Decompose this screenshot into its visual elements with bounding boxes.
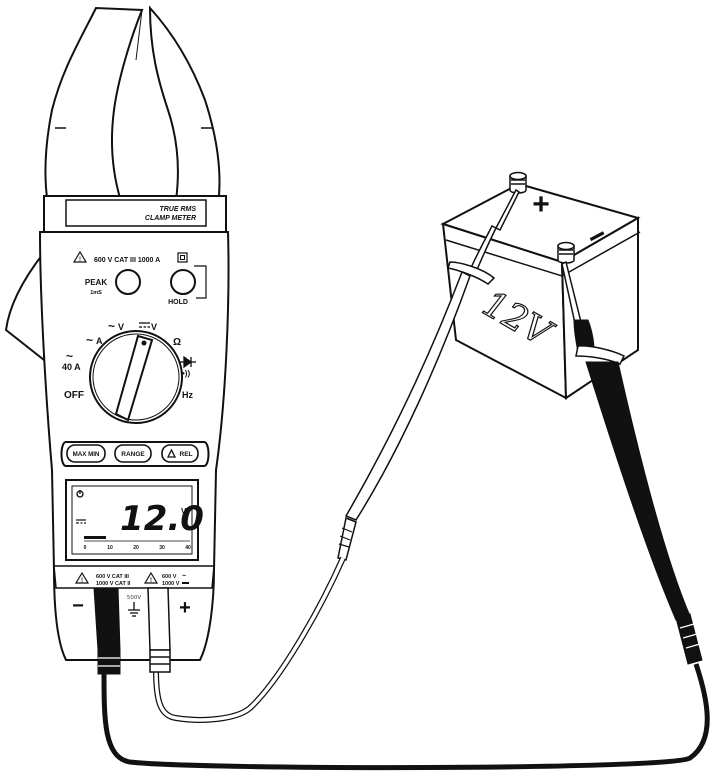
ground-icon [128, 602, 140, 617]
dc-voltage-symbol [139, 322, 150, 328]
max-voltage-label: 500V [127, 595, 141, 601]
dial-ohm: Ω [173, 337, 181, 348]
right-jack-rating-1: 600 V [162, 574, 177, 580]
dc-symbol [182, 582, 189, 584]
lcd-scale-30: 30 [159, 545, 165, 551]
svg-text:!: ! [81, 578, 83, 584]
dial-40a: 40 A [62, 362, 81, 372]
hold-button[interactable] [170, 269, 196, 295]
ac-40a-symbol: ~ [66, 349, 73, 363]
lcd-bargraph [84, 536, 190, 542]
svg-text:!: ! [79, 257, 81, 263]
peak-sub-label: 1mS [90, 290, 102, 296]
auto-power-off-icon [76, 490, 84, 498]
dial-off: OFF [64, 390, 84, 401]
dial-ac-a: A [96, 336, 103, 346]
collar-band [65, 199, 207, 227]
warning-triangle-icon: ! [72, 250, 88, 263]
lcd-scale-20: 20 [133, 545, 139, 551]
black-test-lead[interactable] [93, 260, 710, 771]
rel-label: REL [180, 451, 193, 458]
dial-hz: Hz [182, 390, 193, 400]
red-test-lead[interactable] [147, 188, 520, 723]
continuity-symbol: •)) [182, 369, 190, 378]
diode-continuity-icon [180, 355, 196, 369]
hold-label: HOLD [168, 299, 188, 306]
lcd-screen [71, 485, 193, 555]
ac-voltage-symbol: ~ [108, 319, 115, 333]
brand-line-2: CLAMP METER [145, 215, 196, 222]
brand-line-1: TRUE RMS [159, 206, 196, 213]
dial-ac-v: V [118, 322, 124, 332]
jack-panel [53, 565, 215, 589]
ac-current-symbol: ~ [86, 333, 93, 347]
peak-label: PEAK [85, 278, 107, 287]
dial-pointer-icon [141, 340, 147, 346]
svg-text:!: ! [150, 578, 152, 584]
range-label: RANGE [121, 451, 145, 458]
lcd-dc-indicator [76, 519, 86, 524]
lcd-scale-10: 10 [107, 545, 113, 551]
battery-positive-sign: + [532, 188, 550, 221]
lcd-unit: V [181, 507, 187, 516]
hold-bracket [194, 265, 207, 299]
peak-button[interactable] [115, 269, 141, 295]
warning-triangle-icon: ! [74, 571, 90, 584]
lcd-scale-40: 40 [185, 545, 191, 551]
battery-positive-terminal[interactable] [509, 171, 527, 194]
delta-icon [166, 448, 177, 458]
rel-button[interactable] [161, 444, 199, 463]
warning-triangle-icon: ! [143, 571, 159, 584]
battery-negative-terminal[interactable] [557, 241, 575, 264]
maxmin-button[interactable] [66, 444, 106, 463]
range-button[interactable] [114, 444, 152, 463]
rotary-dial[interactable] [89, 330, 183, 424]
top-rating: 600 V CAT III 1000 A [94, 257, 160, 264]
ac-symbol: ~ [182, 573, 186, 580]
maxmin-label: MAX MIN [73, 451, 100, 458]
lcd-reading: 12.0 [120, 499, 204, 539]
left-jack-rating-1: 600 V CAT III [96, 574, 129, 580]
v-plus-sign: + [179, 597, 191, 619]
right-jack-rating-2: 1000 V [162, 581, 180, 587]
left-jack-rating-2: 1000 V CAT II [96, 581, 131, 587]
com-minus-sign: − [72, 595, 84, 617]
dial-dc-v: V [151, 322, 157, 332]
lcd-scale-0: 0 [84, 545, 87, 551]
clamp-jaws [44, 5, 221, 207]
